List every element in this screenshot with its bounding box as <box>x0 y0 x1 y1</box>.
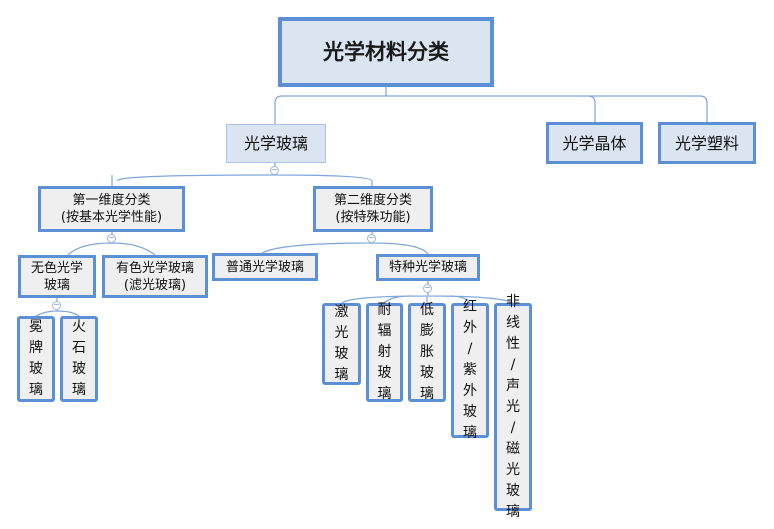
char: 玻 <box>377 365 392 381</box>
char: 璃 <box>29 382 43 398</box>
char: 玻 <box>334 346 349 362</box>
node-sublabel: 玻璃 <box>43 277 70 293</box>
char: 玻 <box>29 361 43 377</box>
node-sublabel: (按基本光学性能) <box>60 210 163 225</box>
root-label: 光学材料分类 <box>323 39 449 64</box>
char: 辐 <box>377 323 392 339</box>
char: 石 <box>72 340 86 356</box>
node-laser-glass[interactable]: 激光玻璃 <box>322 303 361 385</box>
char: 玻 <box>420 365 434 381</box>
node-label: 无色光学 <box>30 260 83 276</box>
node-label: 光学玻璃 <box>243 134 308 153</box>
char: 射 <box>377 344 392 360</box>
node-nonlinear-acousto-magneto-optic-glass[interactable]: 非线性/声光/磁光玻璃 <box>494 294 532 520</box>
char: 璃 <box>334 367 349 383</box>
node-label: 光学塑料 <box>674 133 739 153</box>
char: 璃 <box>420 386 434 402</box>
node-label: 特种光学玻璃 <box>388 260 467 275</box>
collapse-toggle-icon[interactable]: − <box>367 233 376 243</box>
char: 火 <box>72 319 86 335</box>
collapse-toggle-icon[interactable]: − <box>107 233 116 243</box>
char: 性 <box>506 335 520 352</box>
collapse-toggle-icon[interactable]: − <box>423 283 432 293</box>
char: 低 <box>420 302 434 318</box>
char: 玻 <box>463 404 477 420</box>
char: 光 <box>506 461 520 478</box>
char: 冕 <box>29 319 43 335</box>
node-colored-glass[interactable]: 有色光学玻璃 (滤光玻璃) <box>102 255 208 298</box>
char: 耐 <box>377 302 392 318</box>
node-label: 光学晶体 <box>562 133 627 153</box>
node-label: 第一维度分类 <box>72 193 151 208</box>
char: / <box>510 356 516 373</box>
char: 激 <box>334 304 349 320</box>
node-label: 第二维度分类 <box>333 193 412 208</box>
char: 光 <box>334 325 349 341</box>
node-dimension-2[interactable]: 第二维度分类 (按特殊功能) <box>313 186 433 232</box>
char: 璃 <box>72 382 86 398</box>
char: 璃 <box>506 503 520 520</box>
char: 玻 <box>72 361 86 377</box>
node-special-glass[interactable]: 特种光学玻璃 <box>376 254 480 281</box>
node-ordinary-glass[interactable]: 普通光学玻璃 <box>212 253 318 281</box>
char: 红 <box>463 299 477 315</box>
char: 声 <box>506 377 520 394</box>
node-label: 有色光学玻璃 <box>115 260 194 276</box>
char: 璃 <box>377 386 392 402</box>
root-node[interactable]: 光学材料分类 <box>278 17 494 87</box>
char: 膨 <box>420 323 434 339</box>
node-dimension-1[interactable]: 第一维度分类 (按基本光学性能) <box>38 186 185 232</box>
node-optical-glass[interactable]: 光学玻璃 <box>226 124 326 163</box>
char: / <box>510 419 516 436</box>
char: 外 <box>463 383 477 399</box>
collapse-toggle-icon[interactable]: − <box>270 165 279 175</box>
char: 非 <box>506 293 520 310</box>
char: 紫 <box>463 362 477 378</box>
char: 磁 <box>506 440 520 457</box>
char: 玻 <box>506 482 520 499</box>
node-crown-glass[interactable]: 冕牌玻璃 <box>17 316 55 402</box>
node-sublabel: (按特殊功能) <box>335 210 411 225</box>
node-ir-uv-glass[interactable]: 红外/紫外玻璃 <box>451 299 489 441</box>
char: 璃 <box>463 425 477 441</box>
node-low-expansion-glass[interactable]: 低膨胀玻璃 <box>408 302 446 402</box>
char: / <box>467 341 473 357</box>
node-label: 普通光学玻璃 <box>225 259 304 275</box>
node-radiation-resistant-glass[interactable]: 耐辐射玻璃 <box>366 302 403 402</box>
char: 光 <box>506 398 520 415</box>
node-sublabel: (滤光玻璃) <box>123 277 187 293</box>
char: 外 <box>463 320 477 336</box>
node-optical-plastic[interactable]: 光学塑料 <box>658 122 756 164</box>
char: 牌 <box>29 340 43 356</box>
node-optical-crystal[interactable]: 光学晶体 <box>546 122 643 164</box>
char: 胀 <box>420 344 434 360</box>
node-colorless-glass[interactable]: 无色光学 玻璃 <box>18 255 96 298</box>
collapse-toggle-icon[interactable]: − <box>52 300 61 310</box>
char: 线 <box>506 314 520 331</box>
node-flint-glass[interactable]: 火石玻璃 <box>60 316 98 402</box>
